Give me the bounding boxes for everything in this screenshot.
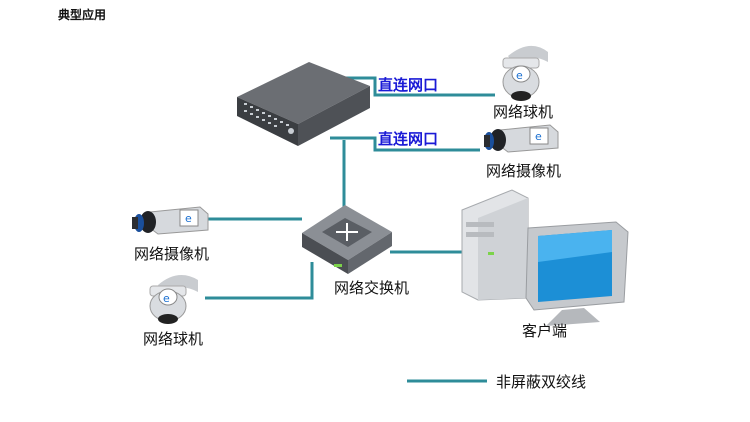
svg-text:e: e <box>516 69 523 82</box>
switch-label: 网络交换机 <box>334 279 410 297</box>
client-label: 客户端 <box>522 322 568 340</box>
nvr-recorder-icon <box>237 62 370 146</box>
dome-camera-top-label: 网络球机 <box>493 103 554 121</box>
direct-port-label-1: 直连网口 <box>378 76 439 94</box>
box-camera-top-label: 网络摄像机 <box>486 162 562 180</box>
dome-camera-left-label: 网络球机 <box>143 330 204 348</box>
page-title: 典型应用 <box>58 8 107 22</box>
box-camera-left-icon: e <box>132 206 209 235</box>
svg-text:e: e <box>535 130 542 143</box>
svg-text:e: e <box>163 292 170 305</box>
cable-lines <box>205 76 495 383</box>
box-camera-top-icon: e <box>484 124 559 153</box>
legend-utp-label: 非屏蔽双绞线 <box>496 373 587 391</box>
direct-port-label-2: 直连网口 <box>378 130 439 148</box>
client-pc-icon <box>461 189 629 326</box>
cable-switch-dome-left <box>205 262 314 300</box>
cable-nvr-box-top <box>330 136 480 152</box>
dome-camera-top-icon: e <box>502 45 548 101</box>
box-camera-left-label: 网络摄像机 <box>134 245 210 263</box>
network-switch-icon <box>302 205 392 274</box>
dome-camera-left-icon: e <box>149 275 198 324</box>
svg-text:e: e <box>185 212 192 225</box>
